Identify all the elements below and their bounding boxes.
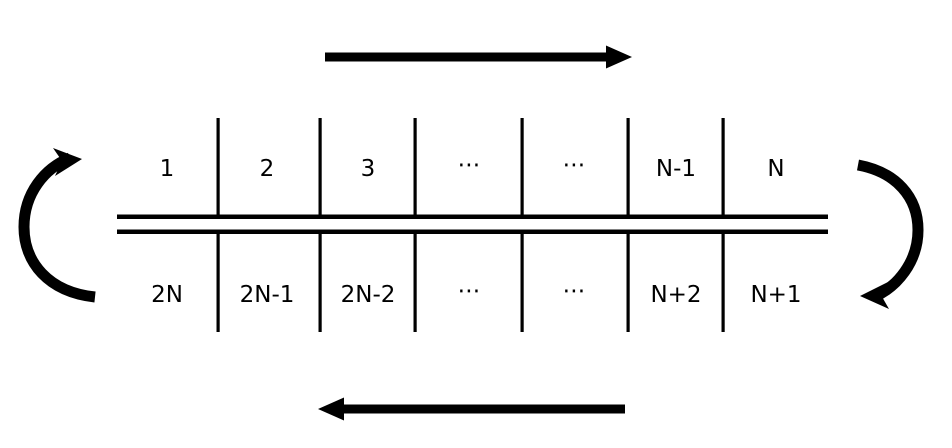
top-cell-2: 2: [260, 156, 275, 182]
top-divider-1: [216, 118, 220, 216]
top-arrow-right: [325, 45, 632, 69]
top-cell-1: 1: [160, 156, 175, 182]
top-divider-3: [413, 118, 417, 216]
bottom-cell-5-ellipsis: ⋯: [563, 278, 588, 304]
right-curved-arrow-shaft: [856, 159, 924, 303]
bottom-divider-6: [721, 234, 725, 332]
top-divider-2: [318, 118, 322, 216]
top-cell-3: 3: [361, 156, 376, 182]
bottom-arrow-head: [318, 397, 344, 421]
bottom-cell-4-ellipsis: ⋯: [458, 278, 483, 304]
bottom-cell-3: 2N-2: [341, 282, 396, 308]
bottom-divider-1: [216, 234, 220, 332]
top-cell-7: N: [767, 156, 784, 182]
top-cell-4-ellipsis: ⋯: [458, 152, 483, 178]
bottom-row-topline: [117, 229, 828, 234]
top-row-baseline: [117, 214, 828, 219]
top-divider-5: [626, 118, 630, 216]
top-arrow-head: [606, 45, 632, 69]
bottom-arrow-shaft: [343, 404, 625, 414]
bottom-divider-3: [413, 234, 417, 332]
table-top-row: 1 2 3 ⋯ ⋯ N-1 N: [117, 118, 828, 219]
left-curved-arrow-up: [18, 148, 96, 303]
bottom-cell-6: N+2: [650, 282, 701, 308]
top-cell-6: N-1: [656, 156, 696, 182]
top-arrow-shaft: [325, 52, 612, 62]
bottom-divider-4: [520, 234, 524, 332]
right-curved-arrow-head: [860, 281, 890, 309]
bottom-divider-5: [626, 234, 630, 332]
bottom-cell-2: 2N-1: [240, 282, 295, 308]
right-curved-arrow-down: [856, 159, 924, 309]
left-curved-arrow-head: [53, 148, 82, 176]
top-cell-5-ellipsis: ⋯: [563, 152, 588, 178]
top-divider-6: [721, 118, 725, 216]
top-divider-4: [520, 118, 524, 216]
bottom-arrow-left: [318, 397, 625, 421]
bottom-cell-1: 2N: [151, 282, 183, 308]
bottom-divider-2: [318, 234, 322, 332]
left-curved-arrow-shaft: [18, 152, 96, 303]
bottom-cell-7: N+1: [750, 282, 801, 308]
table-bottom-row: 2N 2N-1 2N-2 ⋯ ⋯ N+2 N+1: [117, 229, 828, 332]
